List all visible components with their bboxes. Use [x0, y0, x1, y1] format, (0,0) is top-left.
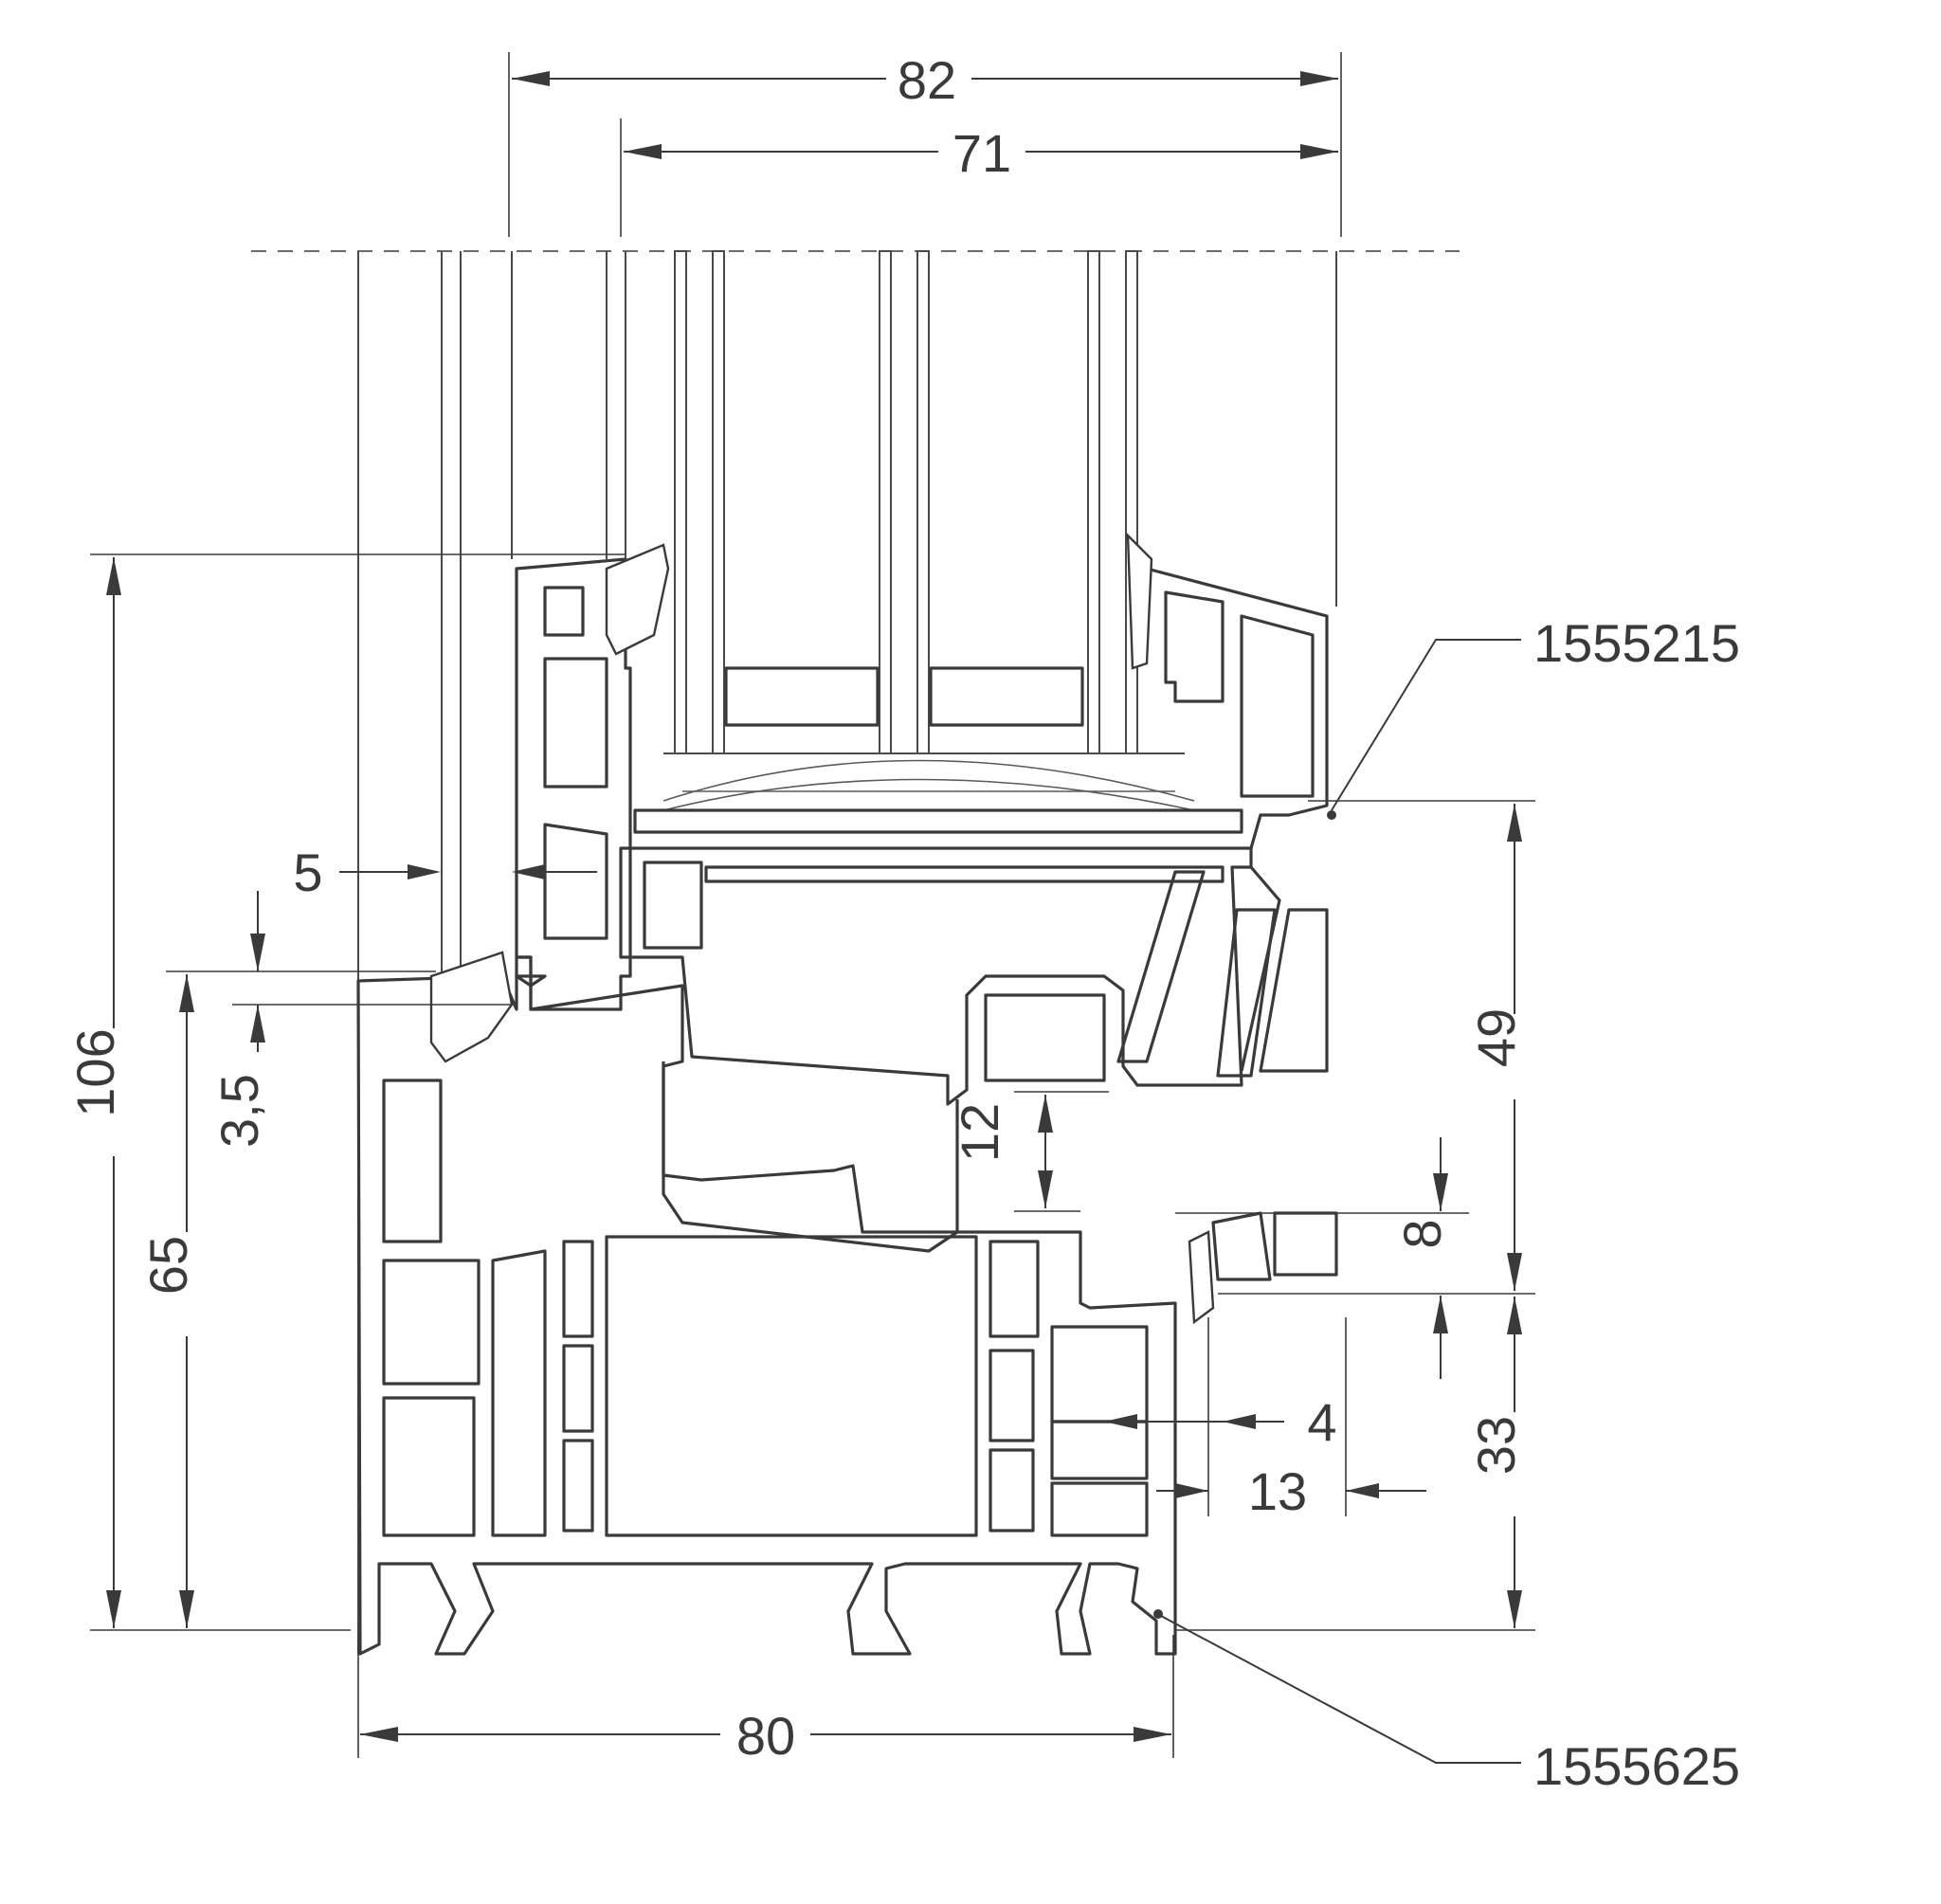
frame-profile [356, 951, 1338, 1656]
sash-part-number: 1555215 [1533, 613, 1740, 673]
dimension-lines [106, 71, 1522, 1742]
glazing-lines [357, 250, 1337, 1654]
dim-5: 5 [293, 843, 322, 902]
dim-49: 49 [1466, 1008, 1526, 1067]
part-leaders [1153, 639, 1521, 1764]
dim-33: 33 [1466, 1416, 1526, 1475]
sash-profile [515, 532, 1329, 1253]
dim-12: 12 [950, 1103, 1009, 1162]
dim-4: 4 [1307, 1392, 1336, 1452]
dim-82: 82 [898, 50, 956, 110]
dim-71: 71 [952, 123, 1011, 183]
dim-8: 8 [1392, 1219, 1452, 1248]
extension-lines [90, 52, 1535, 1758]
dim-80: 80 [736, 1706, 795, 1766]
dim-3-5: 3,5 [209, 1074, 269, 1148]
frame-part-number: 1555625 [1533, 1736, 1740, 1796]
dim-65: 65 [138, 1236, 198, 1295]
dim-106: 106 [65, 1028, 125, 1116]
dim-13: 13 [1248, 1461, 1307, 1521]
